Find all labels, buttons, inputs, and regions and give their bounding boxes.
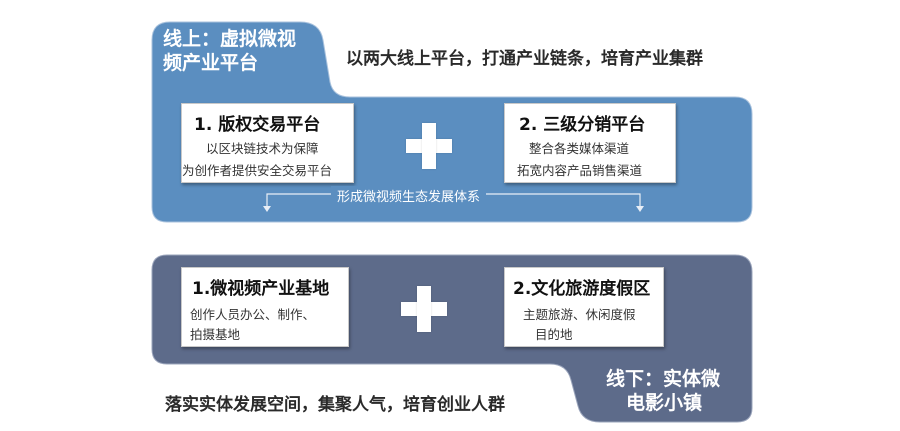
ecosystem-label: 形成微视频生态发展体系 — [331, 186, 487, 205]
top-tag: 线上：虚拟微视 频产业平台 — [163, 27, 296, 75]
bottom-slogan: 落实实体发展空间，集聚人气，培育创业人群 — [165, 395, 505, 415]
plus-icon — [401, 286, 447, 332]
bracket-arrow-left — [263, 206, 271, 212]
bracket-arrow-right — [636, 206, 644, 212]
card-industry-base: 1.微视频产业基地 创作人员办公、制作、 拍摄基地 — [181, 267, 349, 347]
card-title: 1. 版权交易平台 — [194, 115, 321, 135]
plus-icon — [406, 123, 452, 169]
card-title: 2. 三级分销平台 — [519, 115, 646, 135]
card-line-2: 拍摄基地 — [190, 327, 241, 342]
card-line-1: 主题旅游、休闲度假 — [523, 307, 636, 322]
bottom-tag: 线下：实体微 电影小镇 — [606, 367, 720, 415]
top-tag-line2: 频产业平台 — [163, 52, 259, 74]
card-cultural-tourism: 2.文化旅游度假区 主题旅游、休闲度假 目的地 — [504, 267, 664, 347]
card-line-1: 创作人员办公、制作、 — [190, 307, 316, 322]
card-line-2: 为创作者提供安全交易平台 — [182, 163, 333, 178]
card-copyright-trading: 1. 版权交易平台 以区块链技术为保障 为创作者提供安全交易平台 — [181, 103, 354, 183]
card-distribution-platform: 2. 三级分销平台 整合各类媒体渠道 拓宽内容产品销售渠道 — [504, 103, 676, 183]
bottom-tag-line2: 电影小镇 — [626, 392, 703, 414]
card-title: 1.微视频产业基地 — [192, 279, 330, 299]
top-tag-line1: 线上：虚拟微视 — [163, 28, 297, 50]
card-line-2: 目的地 — [535, 327, 573, 342]
card-line-1: 整合各类媒体渠道 — [529, 141, 630, 156]
card-title: 2.文化旅游度假区 — [513, 279, 651, 299]
card-line-1: 以区块链技术为保障 — [206, 141, 319, 156]
card-line-2: 拓宽内容产品销售渠道 — [517, 163, 643, 178]
bottom-tag-line1: 线下：实体微 — [606, 368, 721, 390]
top-slogan: 以两大线上平台，打通产业链条，培育产业集群 — [346, 49, 703, 69]
